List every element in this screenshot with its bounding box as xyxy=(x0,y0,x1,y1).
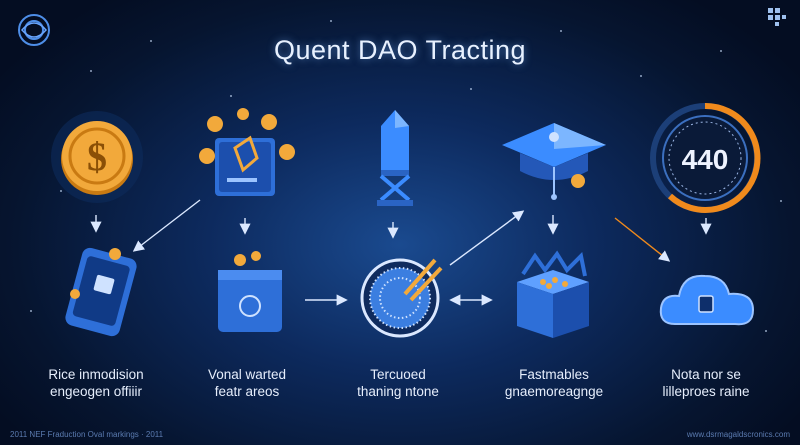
caption-line: featr areos xyxy=(214,384,280,399)
caption-line: lilleproes raine xyxy=(662,384,750,399)
caption-line: thaning ntone xyxy=(357,384,439,399)
sphere-icon xyxy=(360,258,443,338)
caption-line: Tercuoed xyxy=(370,367,426,382)
caption-line: Nota nor se xyxy=(671,367,741,382)
arrow-diagonal xyxy=(132,199,201,252)
star xyxy=(330,20,332,22)
page-title: Quent DAO Tracting xyxy=(273,35,527,65)
phone-icon xyxy=(65,247,137,337)
star xyxy=(640,75,642,77)
star xyxy=(230,95,232,97)
gauge-icon: 440 xyxy=(650,102,761,213)
caption-line: Fastmables xyxy=(519,367,589,382)
star xyxy=(150,40,152,42)
star xyxy=(560,30,562,32)
logo-icon xyxy=(18,14,50,46)
caption-3: Tercuoed thaning ntone xyxy=(318,366,478,400)
svg-text:$: $ xyxy=(87,134,107,179)
caption-2: Vonal warted featr areos xyxy=(167,366,327,400)
cloud-icon xyxy=(659,274,755,326)
caption-line: Rice inmodision xyxy=(48,367,144,382)
star xyxy=(720,50,722,52)
graduation-cap-icon xyxy=(502,123,606,200)
dollar-coin-icon: $ xyxy=(51,111,143,203)
caption-line: Vonal warted xyxy=(207,367,287,382)
footer-right: www.dsrmagaldscronics.com xyxy=(686,430,790,439)
caption-1: Rice inmodision engeogen offiiir xyxy=(16,366,176,400)
star xyxy=(90,70,92,72)
tower-icon xyxy=(377,110,413,206)
star xyxy=(765,330,767,332)
box-icon xyxy=(218,251,282,332)
grid-mark-icon xyxy=(768,8,786,26)
star xyxy=(30,310,32,312)
caption-line: engeogen offiiir xyxy=(49,384,143,399)
caption-line: gnaemoreagnge xyxy=(504,384,604,399)
star xyxy=(60,190,62,192)
envelope-coins-icon xyxy=(199,108,295,196)
caption-5: Nota nor se lilleproes raine xyxy=(626,366,786,400)
star xyxy=(470,88,472,90)
footer-left: 2011 NEF Fraduction Oval markings · 2011 xyxy=(10,430,164,439)
caption-4: Fastmables gnaemoreagnge xyxy=(474,366,634,400)
arrow-diagonal xyxy=(449,210,525,266)
arrow-diagonal xyxy=(614,217,671,262)
gauge-value: 440 xyxy=(682,144,729,175)
star xyxy=(780,200,782,202)
crate-icon xyxy=(517,250,589,338)
